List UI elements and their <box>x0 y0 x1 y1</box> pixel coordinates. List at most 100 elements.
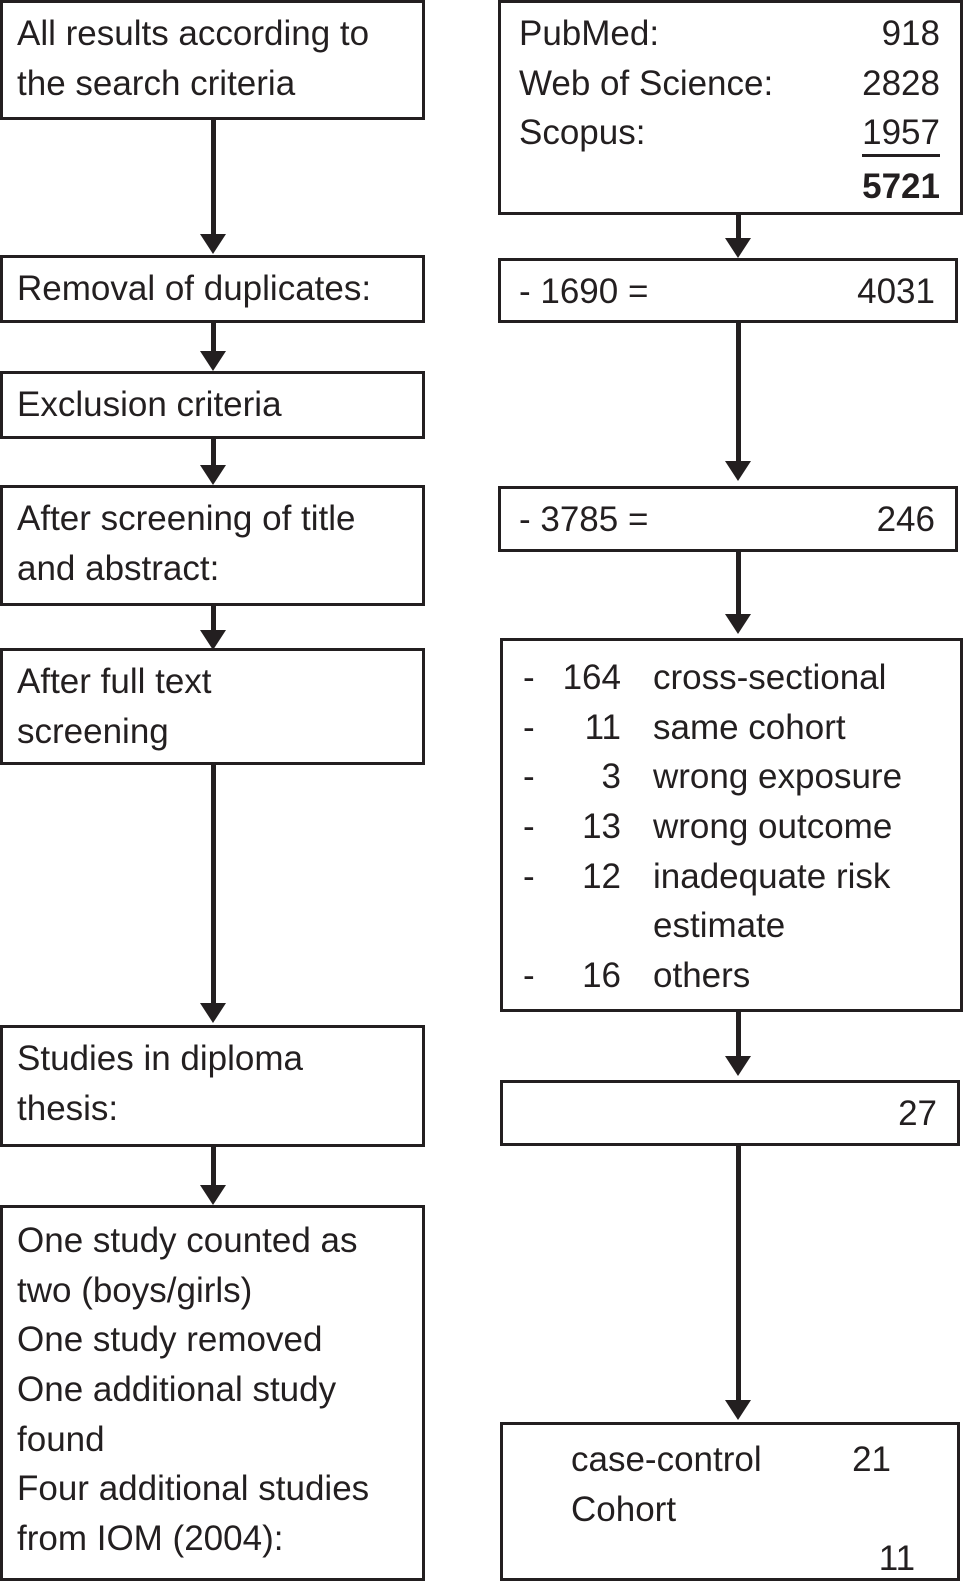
summary-row-case-control: case-control 21 <box>517 1435 945 1485</box>
box-study-adjustments: One study counted as two (boys/girls) On… <box>0 1205 425 1581</box>
exclusion-reason-dash: - <box>523 757 535 797</box>
box-final-summary: case-control 21 Cohort 11 Total 32 <box>500 1422 960 1581</box>
summary-value-cohort-wrap: 11 <box>801 1485 916 1581</box>
arrowhead-left-1 <box>200 234 226 254</box>
arrowhead-left-4 <box>200 630 226 650</box>
duplicates-removed-label: - 1690 = <box>519 272 649 311</box>
box-after-screening-line-1: After screening of title <box>17 499 356 538</box>
source-row-web-of-science: Web of Science: 2828 <box>519 59 940 109</box>
exclusion-reason-text: inadequate risk <box>653 856 891 896</box>
box-study-adjustments-line-1: One study counted as <box>17 1221 358 1260</box>
summary-row-cohort: Cohort 11 <box>517 1485 945 1581</box>
source-label-web-of-science: Web of Science: <box>519 63 774 103</box>
arrowhead-left-6 <box>200 1185 226 1205</box>
arrowhead-right-1 <box>725 238 751 258</box>
box-diploma-thesis-line-1: Studies in diploma <box>17 1039 303 1078</box>
arrowhead-right-5 <box>725 1400 751 1420</box>
exclusion-reason-count: 164 <box>562 658 621 697</box>
box-after-full-text-line-1: After full text <box>17 662 212 701</box>
arrowhead-left-5 <box>200 1003 226 1023</box>
exclusion-reason-dash: - <box>523 956 535 996</box>
connector-left-1 <box>211 120 216 238</box>
box-after-full-text-screening: After full text screening <box>0 648 425 765</box>
source-label-pubmed: PubMed: <box>519 14 660 53</box>
connector-left-5 <box>211 765 216 1007</box>
connector-right-5 <box>736 1146 741 1404</box>
exclusion-reason-continuation: estimate <box>653 906 786 946</box>
box-after-screening-line-2: and abstract: <box>17 548 220 588</box>
exclusion-reason-row: - 3 wrong exposure <box>523 752 946 802</box>
summary-label-cohort: Cohort <box>571 1489 677 1529</box>
arrowhead-right-3 <box>725 614 751 634</box>
connector-right-4 <box>736 1012 741 1060</box>
box-after-screening-title-abstract: After screening of title and abstract: <box>0 485 425 606</box>
exclusion-reason-count: 13 <box>582 807 621 847</box>
exclusion-reason-row: - 13 wrong outcome <box>523 802 946 852</box>
source-value-web-of-science: 2828 <box>862 63 940 103</box>
box-diploma-thesis-line-2: thesis: <box>17 1088 119 1128</box>
exclusion-reason-row: - 11 same cohort <box>523 703 946 753</box>
box-study-adjustments-line-6: Four additional studies <box>17 1469 370 1509</box>
exclusion-reason-dash: - <box>523 707 535 747</box>
box-study-adjustments-line-7: from IOM (2004): <box>17 1519 284 1559</box>
exclusion-reason-count: 11 <box>584 707 621 747</box>
screening-removed-value: 246 <box>876 500 935 539</box>
exclusion-reason-dash: - <box>523 856 535 896</box>
box-removal-of-duplicates-line-1: Removal of duplicates: <box>17 269 372 308</box>
source-value-scopus: 1957 <box>862 113 940 157</box>
screening-removed-row: - 3785 = 246 <box>519 495 935 545</box>
remaining-studies-value: 27 <box>898 1094 937 1133</box>
exclusion-reason-text: wrong exposure <box>653 757 903 797</box>
box-removal-of-duplicates: Removal of duplicates: <box>0 255 425 323</box>
box-study-adjustments-line-4: One additional study <box>17 1370 337 1410</box>
box-exclusion-criteria-line-1: Exclusion criteria <box>17 385 282 424</box>
box-all-results-line-2: the search criteria <box>17 63 296 103</box>
exclusion-reason-text: wrong outcome <box>653 807 893 847</box>
box-study-adjustments-line-3: One study removed <box>17 1320 323 1360</box>
box-study-adjustments-line-2: two (boys/girls) <box>17 1270 253 1310</box>
source-row-total: 5721 <box>519 162 940 212</box>
exclusion-reason-dash: - <box>523 658 535 697</box>
source-value-pubmed: 918 <box>881 14 940 53</box>
source-row-scopus: Scopus: 1957 <box>519 108 940 158</box>
source-value-total: 5721 <box>862 167 940 207</box>
box-database-sources: PubMed: 918 Web of Science: 2828 Scopus:… <box>498 0 963 215</box>
summary-value-cohort: 11 <box>878 1539 916 1581</box>
arrowhead-right-2 <box>725 461 751 481</box>
box-exclusion-criteria: Exclusion criteria <box>0 371 425 439</box>
source-row-pubmed: PubMed: 918 <box>519 9 940 59</box>
box-exclusion-reasons: - 164 cross-sectional - 11 same cohort -… <box>500 638 963 1012</box>
duplicates-removed-value: 4031 <box>857 272 935 311</box>
summary-value-case-control: 21 <box>852 1440 891 1479</box>
connector-right-1 <box>736 215 741 242</box>
exclusion-reason-text: cross-sectional <box>653 658 887 697</box>
exclusion-reason-text: same cohort <box>653 707 846 747</box>
duplicates-removed-row: - 1690 = 4031 <box>519 267 935 317</box>
connector-right-3 <box>736 552 741 618</box>
box-all-results: All results according to the search crit… <box>0 0 425 120</box>
connector-right-2 <box>736 323 741 465</box>
exclusion-reason-count: 12 <box>582 856 621 896</box>
summary-label-case-control: case-control <box>571 1440 762 1479</box>
box-screening-removed: - 3785 = 246 <box>498 486 958 552</box>
connector-left-4 <box>211 606 216 634</box>
exclusion-reason-row: - 12 inadequate risk <box>523 852 946 902</box>
connector-left-3 <box>211 439 216 469</box>
arrowhead-left-2 <box>200 351 226 371</box>
arrowhead-right-4 <box>725 1056 751 1076</box>
box-duplicates-removed: - 1690 = 4031 <box>498 258 958 323</box>
box-remaining-studies: 27 <box>500 1080 960 1146</box>
exclusion-reason-count: 16 <box>582 956 621 996</box>
screening-removed-label: - 3785 = <box>519 500 649 539</box>
exclusion-reason-row: - 164 cross-sectional <box>523 653 946 703</box>
exclusion-reason-count: 3 <box>601 757 621 797</box>
box-study-adjustments-line-5: found <box>17 1419 105 1459</box>
arrowhead-left-3 <box>200 465 226 485</box>
box-studies-in-diploma-thesis: Studies in diploma thesis: <box>0 1025 425 1147</box>
box-all-results-line-1: All results according to <box>17 14 370 53</box>
connector-left-6 <box>211 1147 216 1189</box>
box-after-full-text-line-2: screening <box>17 711 169 751</box>
exclusion-reason-row: - 16 others <box>523 951 946 1001</box>
exclusion-reason-dash: - <box>523 807 535 847</box>
